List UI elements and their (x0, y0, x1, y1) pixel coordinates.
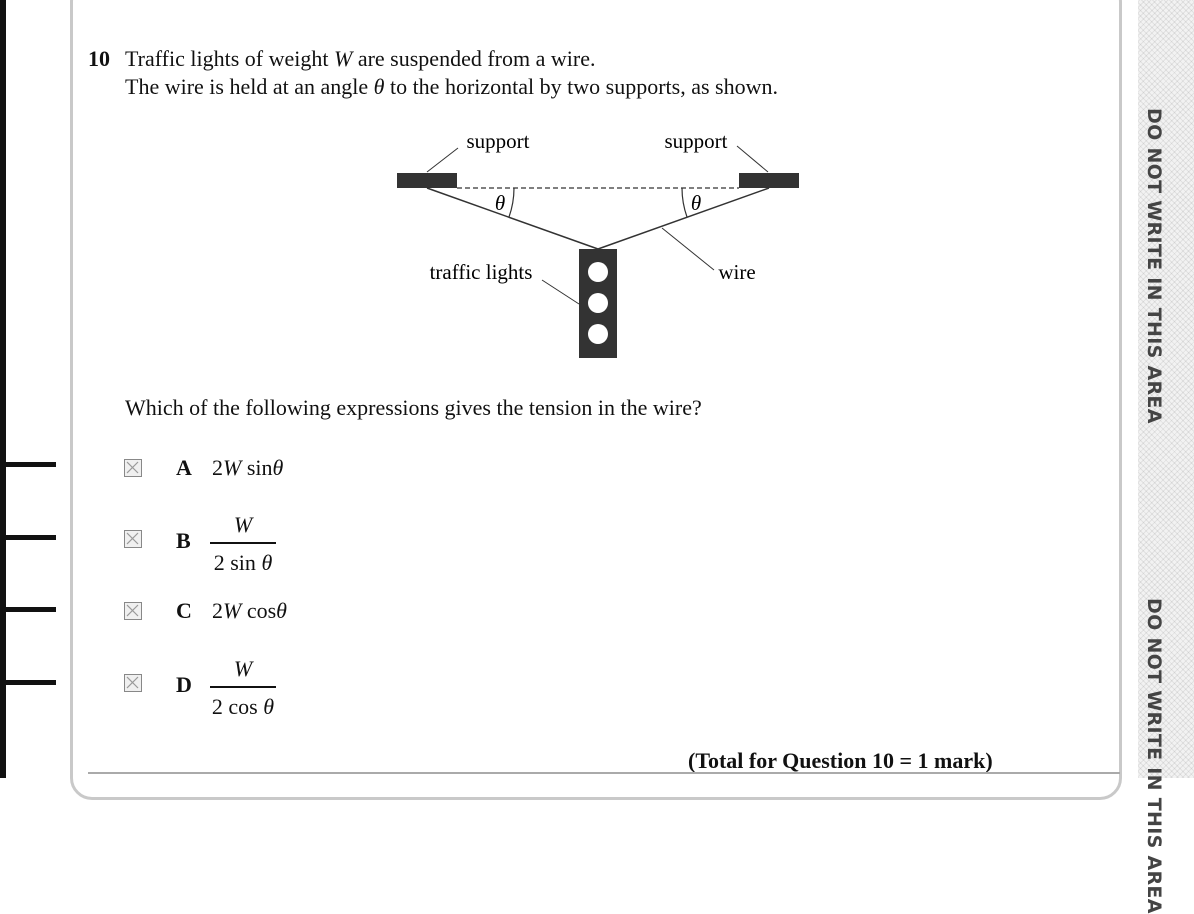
option-a-func: sin (241, 455, 273, 480)
angle-arc-left (508, 187, 515, 218)
option-d-den-coef: 2 (211, 693, 223, 719)
hatched-margin (1138, 0, 1194, 778)
angle-label-left: θ (495, 191, 505, 215)
margin-tick (0, 680, 56, 685)
light-bottom (588, 324, 608, 344)
option-d-letter: D (176, 672, 192, 697)
question-prompt: Which of the following expressions gives… (125, 395, 702, 420)
wire-label: wire (718, 260, 755, 284)
do-not-write-notice: DO NOT WRITE IN THIS AREA (1143, 108, 1165, 424)
option-c-func: cos (241, 598, 277, 623)
question-line-1-pre: Traffic lights of weight (125, 46, 334, 71)
option-c-coef: 2 (212, 598, 223, 623)
cross-icon (126, 604, 139, 617)
fraction-bar (210, 686, 276, 688)
option-c-expression: 2W cosθ (212, 598, 287, 624)
option-b-numerator: W (233, 512, 253, 537)
option-c-letter: C (176, 598, 192, 623)
left-support (397, 173, 457, 188)
option-b-letter: B (176, 528, 191, 553)
page-frame (70, 0, 1122, 800)
bottom-rule (88, 772, 1120, 774)
option-a-checkbox[interactable] (124, 459, 142, 477)
support-leader-left (426, 147, 459, 173)
right-support (739, 173, 799, 188)
cross-icon (126, 532, 139, 545)
light-middle (588, 293, 608, 313)
option-b-den-func: sin (230, 549, 256, 575)
angle-variable: θ (373, 74, 385, 99)
cross-icon (126, 676, 139, 689)
light-top (588, 262, 608, 282)
margin-tick (0, 462, 56, 467)
question-line-2-pre: The wire is held at an angle (125, 74, 374, 99)
option-b-fraction: W 2 sin θ (210, 512, 276, 576)
do-not-write-notice-2: DO NOT WRITE IN THIS AREA (1143, 598, 1165, 914)
option-d-denominator: 2 cos θ (210, 694, 276, 720)
option-b-denominator: 2 sin θ (210, 550, 276, 576)
option-a-angle: θ (272, 455, 284, 480)
option-c-checkbox[interactable] (124, 602, 142, 620)
option-b-checkbox[interactable] (124, 530, 142, 548)
traffic-lights-label: traffic lights (430, 260, 533, 284)
margin-tick (0, 607, 56, 612)
option-c-var: W (223, 598, 242, 623)
left-margin-bar (0, 0, 6, 778)
option-d-fraction: W 2 cos θ (210, 656, 276, 720)
wire-right (597, 187, 770, 250)
question-line-2: The wire is held at an angle θ to the ho… (125, 74, 778, 100)
option-a-expression: 2W sinθ (212, 455, 283, 481)
traffic-light-diagram: θ θ support support traffic lights wire (397, 129, 799, 358)
option-c-angle: θ (276, 598, 287, 623)
question-line-1: Traffic lights of weight W are suspended… (125, 46, 595, 72)
weight-variable: W (334, 46, 353, 71)
option-b-den-coef: 2 (213, 549, 225, 575)
option-a-coef: 2 (212, 455, 223, 480)
option-d-numerator: W (233, 656, 253, 681)
option-a-letter: A (176, 455, 192, 480)
option-d-den-func: cos (228, 693, 258, 719)
fraction-bar (210, 542, 276, 544)
question-number: 10 (88, 46, 110, 71)
option-a-var: W (223, 455, 242, 480)
support-label-left: support (467, 129, 530, 153)
option-b-den-angle: θ (261, 549, 273, 575)
question-line-2-post: to the horizontal by two supports, as sh… (384, 74, 778, 99)
option-d-checkbox[interactable] (124, 674, 142, 692)
angle-label-right: θ (691, 191, 701, 215)
cross-icon (126, 461, 139, 474)
wire-left (426, 187, 599, 250)
angle-arc-right (681, 187, 688, 218)
total-marks: (Total for Question 10 = 1 mark) (688, 748, 993, 773)
question-line-1-post: are suspended from a wire. (352, 46, 596, 71)
margin-tick (0, 535, 56, 540)
traffic-lights-leader (541, 279, 580, 305)
wire-leader (661, 227, 715, 271)
option-d-den-angle: θ (263, 693, 275, 719)
support-leader-right (736, 145, 769, 173)
support-label-right: support (665, 129, 728, 153)
